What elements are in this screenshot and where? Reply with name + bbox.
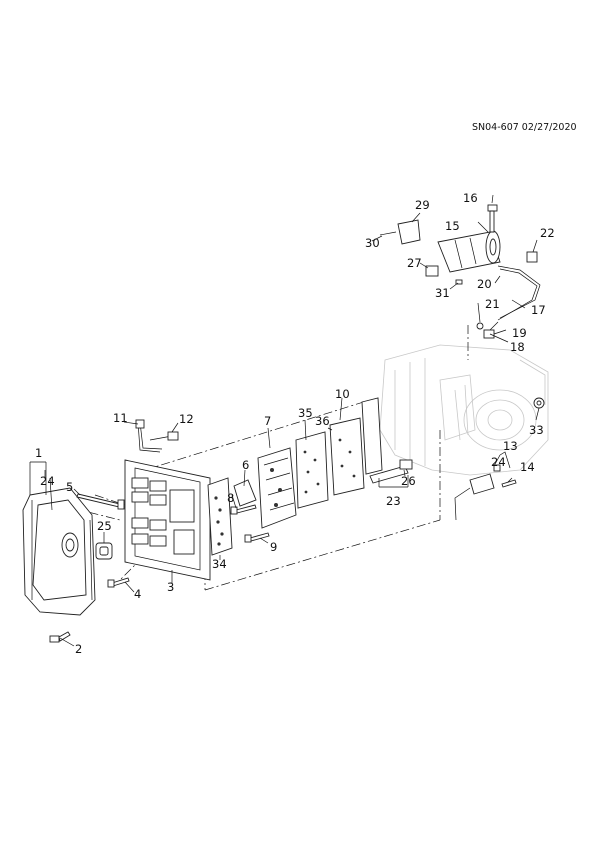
callout-18: 18: [510, 340, 525, 354]
part-9-bolt: [244, 532, 270, 543]
part-24-bolt: [493, 464, 501, 472]
part-4-bolt: [107, 577, 130, 588]
callout-31: 30: [365, 236, 380, 250]
part-31-pin: [379, 231, 397, 236]
part-25-seal: [95, 542, 113, 560]
callout-16: 16: [463, 191, 478, 205]
callout-2: 2: [75, 642, 83, 656]
part-29-plug: [425, 265, 439, 277]
callout-26: 24: [40, 474, 55, 488]
callout-33: 33: [529, 423, 544, 437]
callout-10: 10: [335, 387, 350, 401]
part-36-valve-body-upper: [329, 417, 365, 496]
callout-12: 12: [179, 412, 194, 426]
part-2-bolt: [49, 631, 71, 643]
part-10-plate: [361, 397, 383, 475]
part-19-seal: [476, 322, 484, 330]
callout-30: 29: [415, 198, 430, 212]
callout-11: 11: [113, 411, 128, 425]
callout-1: 1: [35, 446, 43, 460]
callout-32: 31: [435, 286, 450, 300]
part-23-tube-assembly: [369, 459, 413, 484]
callout-25: 25: [97, 519, 112, 533]
transmission-case-outline: [379, 344, 549, 476]
part-18-fitting: [483, 329, 495, 339]
callout-7: 7: [264, 414, 272, 428]
callout-21: 21: [485, 297, 500, 311]
part-5-bolt: [76, 493, 125, 510]
part-8-bolt: [230, 504, 257, 515]
callout-36: 36: [315, 414, 330, 428]
part-7-valve-body: [257, 447, 297, 529]
part-15-pump-assembly: [437, 230, 501, 273]
part-22-fitting: [526, 251, 538, 263]
part-33-plug: [533, 397, 545, 409]
callout-8: 8: [227, 491, 235, 505]
part-14-bolt: [501, 479, 517, 488]
leader-lines: [29, 194, 540, 647]
callout-5: 5: [66, 480, 74, 494]
callout-4: 4: [134, 587, 142, 601]
callout-22: 22: [540, 226, 555, 240]
part-6-bracket: [233, 479, 257, 507]
part-12-connector: [149, 431, 179, 441]
part-32-clip: [455, 279, 463, 285]
callout-24: 24: [491, 455, 506, 469]
part-34-spacer-plate: [207, 477, 233, 556]
callout-35: 35: [298, 406, 313, 420]
callout-14: 14: [520, 460, 535, 474]
callout-29: 27: [407, 256, 422, 270]
callout-13: 13: [503, 439, 518, 453]
callout-27: 26: [401, 474, 416, 488]
callout-19: 19: [512, 326, 527, 340]
callout-34: 34: [212, 557, 227, 571]
part-35-separator-plate: [295, 431, 329, 509]
part-1-valve-body-cover: [22, 487, 96, 616]
solenoid-group: [131, 477, 195, 555]
part-17-pipe: [489, 321, 499, 331]
callout-20: 20: [477, 277, 492, 291]
callout-6: 6: [242, 458, 250, 472]
part-11-harness: [135, 419, 163, 453]
callout-3: 3: [167, 580, 175, 594]
callout-23: 23: [386, 494, 401, 508]
document-reference: SN04-607 02/27/2020: [472, 122, 577, 133]
part-20-pipe: [497, 265, 541, 321]
part-30-valve: [397, 219, 421, 245]
part-16-bolt: [487, 204, 498, 233]
part-3-control-module: [124, 459, 211, 581]
callout-15: 15: [445, 219, 460, 233]
part-13-sensor: [454, 473, 495, 521]
callout-9: 9: [270, 540, 278, 554]
callout-17: 17: [531, 303, 546, 317]
